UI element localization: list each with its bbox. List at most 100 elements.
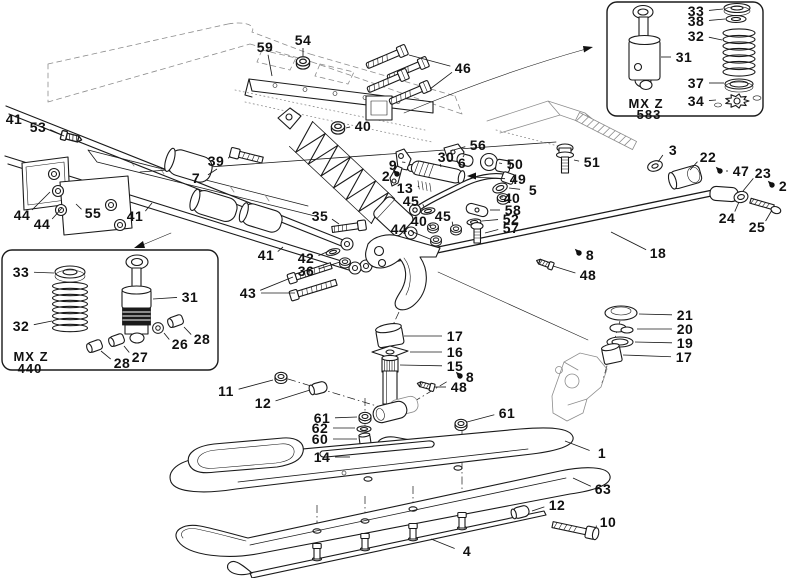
- upper-bracket-59: [229, 43, 434, 164]
- callout-56: 56: [470, 137, 487, 153]
- callout-45: 45: [403, 193, 420, 209]
- callout-37: 37: [688, 75, 705, 91]
- bolts-44: [47, 167, 127, 232]
- leader-line: [33, 271, 55, 274]
- inset-583-model: MX Z: [628, 96, 663, 111]
- arrow-left-icon: [467, 172, 476, 180]
- cap-21: [604, 305, 638, 321]
- leader-line: [428, 224, 431, 227]
- inset-583-number: 583: [637, 107, 662, 122]
- callout-41: 41: [258, 247, 275, 263]
- callout-53: 53: [30, 119, 47, 135]
- bushing-22: [667, 164, 703, 190]
- ski-handle: [187, 437, 304, 474]
- callout-12: 12: [255, 395, 272, 411]
- leader-line: [417, 185, 420, 188]
- link-58: [465, 202, 489, 218]
- callout-14: 14: [314, 449, 331, 465]
- leader-line: [564, 440, 590, 451]
- nut-54: [295, 56, 311, 70]
- leader-line: [123, 345, 130, 353]
- loctite-drop-icon: [455, 371, 463, 379]
- callout-60: 60: [312, 431, 329, 447]
- ball-joint-24: [733, 190, 749, 204]
- shock-31-left: [121, 254, 152, 344]
- leader-line: [708, 99, 717, 102]
- callout-26: 26: [172, 336, 189, 352]
- callout-39: 39: [208, 153, 225, 169]
- callout-28: 28: [194, 331, 211, 347]
- gear-34: [714, 93, 762, 109]
- callout-17: 17: [447, 328, 464, 344]
- ski-leg: [365, 234, 441, 328]
- leader-line: [144, 202, 153, 212]
- leader-line: [152, 297, 178, 300]
- leader-line: [275, 389, 311, 402]
- callout-41: 41: [127, 208, 144, 224]
- bushing-17-right: [600, 343, 623, 365]
- callout-36: 36: [298, 263, 315, 279]
- inset-440-number: 440: [18, 361, 43, 376]
- bolts-43: [286, 262, 338, 302]
- callout-55: 55: [85, 205, 102, 221]
- callout-30: 30: [438, 149, 455, 165]
- loctite-drop-icon: [392, 169, 400, 177]
- ski-63: [175, 467, 611, 557]
- leader-line: [689, 161, 698, 171]
- leader-line: [267, 54, 273, 77]
- callout-27: 27: [132, 349, 149, 365]
- nut-11: [274, 371, 288, 385]
- bolt-57: [470, 222, 484, 244]
- callout-40: 40: [504, 190, 521, 206]
- leader-line: [708, 18, 726, 21]
- leader-line: [207, 168, 218, 176]
- callout-17: 17: [676, 349, 693, 365]
- ski-1: [169, 427, 574, 493]
- screw-48: [534, 256, 555, 271]
- callout-44: 44: [34, 216, 51, 232]
- leader-line: [573, 159, 580, 162]
- callout-21: 21: [677, 307, 694, 323]
- spring-13: [417, 180, 432, 192]
- leader-line: [572, 477, 591, 487]
- inset-mxz440: MX Z 440: [1, 249, 219, 376]
- callout-8: 8: [466, 369, 474, 385]
- leader-line: [708, 8, 724, 11]
- inset-mxz583: MX Z 583: [606, 1, 764, 122]
- callout-44: 44: [14, 207, 31, 223]
- callout-20: 20: [677, 321, 694, 337]
- washer-37: [724, 78, 754, 93]
- callout-48: 48: [451, 379, 468, 395]
- leader-line: [75, 203, 82, 210]
- ring-26: [152, 322, 164, 334]
- callout-15: 15: [447, 358, 464, 374]
- callout-31: 31: [182, 289, 199, 305]
- screw-48-lower: [415, 379, 436, 393]
- callout-1: 1: [598, 445, 606, 461]
- callout-32: 32: [13, 318, 30, 334]
- callout-9: 9: [389, 157, 397, 173]
- leader-line: [345, 126, 351, 129]
- nut-61: [358, 411, 372, 425]
- callout-46: 46: [455, 60, 472, 76]
- leader-line: [657, 154, 664, 163]
- callout-24: 24: [719, 210, 736, 226]
- bushing-12-right: [510, 505, 530, 520]
- leader-line: [51, 207, 63, 220]
- leader-line: [163, 332, 170, 340]
- callout-51: 51: [584, 154, 601, 170]
- leader-line: [484, 229, 499, 234]
- leader-line: [622, 354, 672, 358]
- callout-4: 4: [463, 543, 471, 559]
- callout-44: 44: [391, 221, 408, 237]
- reference-markers: [392, 166, 775, 379]
- ghost-housing: [551, 305, 638, 422]
- leader-line: [552, 265, 576, 274]
- callout-59: 59: [257, 39, 274, 55]
- ring-5: [492, 182, 508, 194]
- callout-54: 54: [295, 32, 312, 48]
- spacer-6: [456, 153, 474, 167]
- callout-10: 10: [600, 514, 617, 530]
- mount-plate-2: [59, 175, 133, 236]
